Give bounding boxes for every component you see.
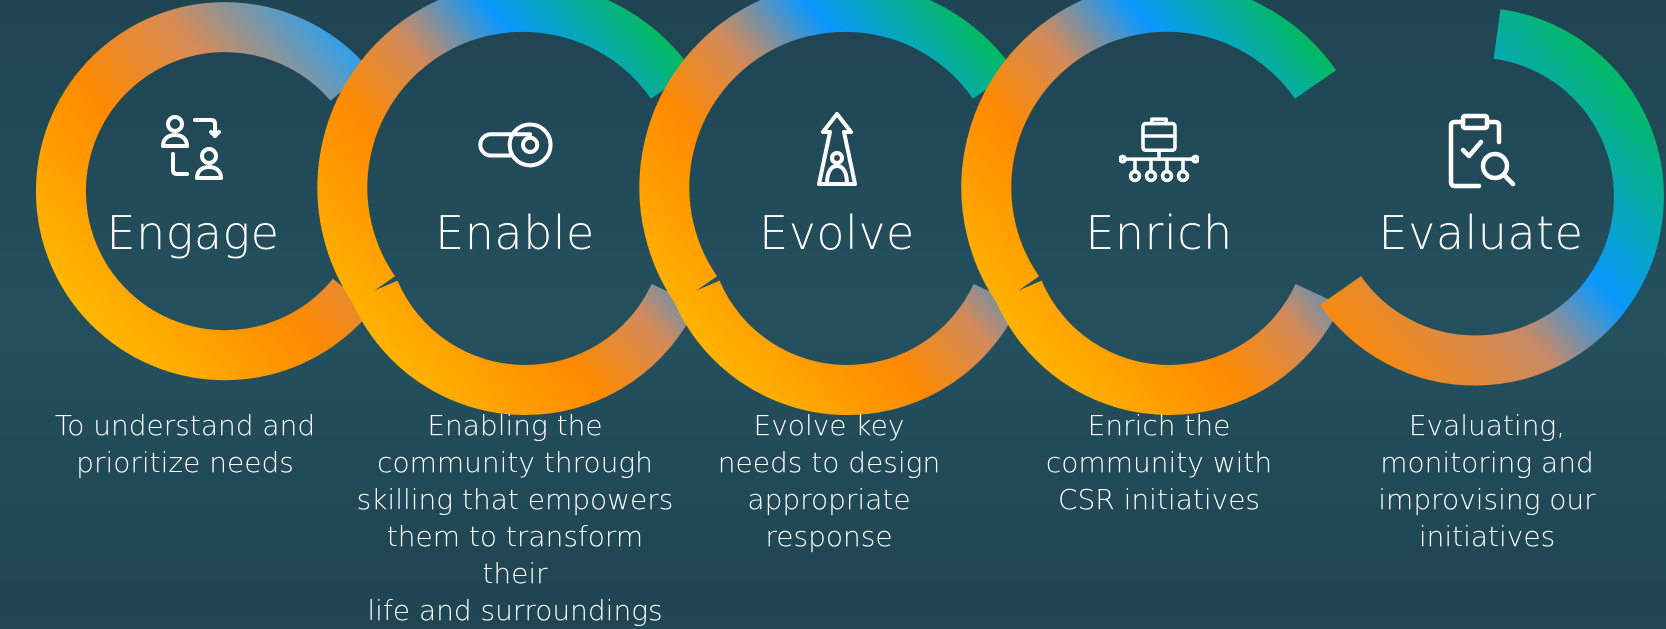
rings-layer xyxy=(35,0,1664,415)
step-engage: Engage To understand and prioritize need… xyxy=(28,0,358,591)
briefcase-network-icon xyxy=(1119,117,1199,183)
step-title: Engage xyxy=(106,206,280,260)
step-description: Evolve key needs to design appropriate r… xyxy=(717,409,941,553)
people-exchange-icon xyxy=(161,115,223,180)
step-title: Enrich xyxy=(1085,206,1233,260)
step-description: To understand and prioritize needs xyxy=(54,409,316,479)
ring-enrich xyxy=(961,0,1342,415)
step-enrich: Enrich Enrich the community with CSR ini… xyxy=(994,0,1324,591)
ring-evolve xyxy=(639,0,1020,415)
step-title: Evaluate xyxy=(1378,206,1584,260)
step-description: Evaluating, monitoring and improvising o… xyxy=(1378,409,1596,553)
ring-engage xyxy=(35,2,372,381)
ring-enable xyxy=(317,0,698,415)
process-diagram: Engage To understand and prioritize need… xyxy=(28,0,1664,627)
step-enable: Enable Enabling the community through sk… xyxy=(350,0,680,627)
clipboard-check-search-icon xyxy=(1448,113,1516,189)
step-title: Enable xyxy=(435,206,595,260)
step-description: Enrich the community with CSR initiative… xyxy=(1045,409,1273,516)
tower-growth-icon xyxy=(817,112,857,186)
step-title: Evolve xyxy=(759,206,915,260)
step-description: Enabling the community through skilling … xyxy=(356,409,674,627)
step-evaluate: Evaluate Evaluating, monitoring and impr… xyxy=(1316,0,1646,591)
step-evolve: Evolve Evolve key needs to design approp… xyxy=(672,0,1002,591)
ring-evaluate xyxy=(1320,9,1664,386)
toggle-switch-icon xyxy=(478,122,553,168)
